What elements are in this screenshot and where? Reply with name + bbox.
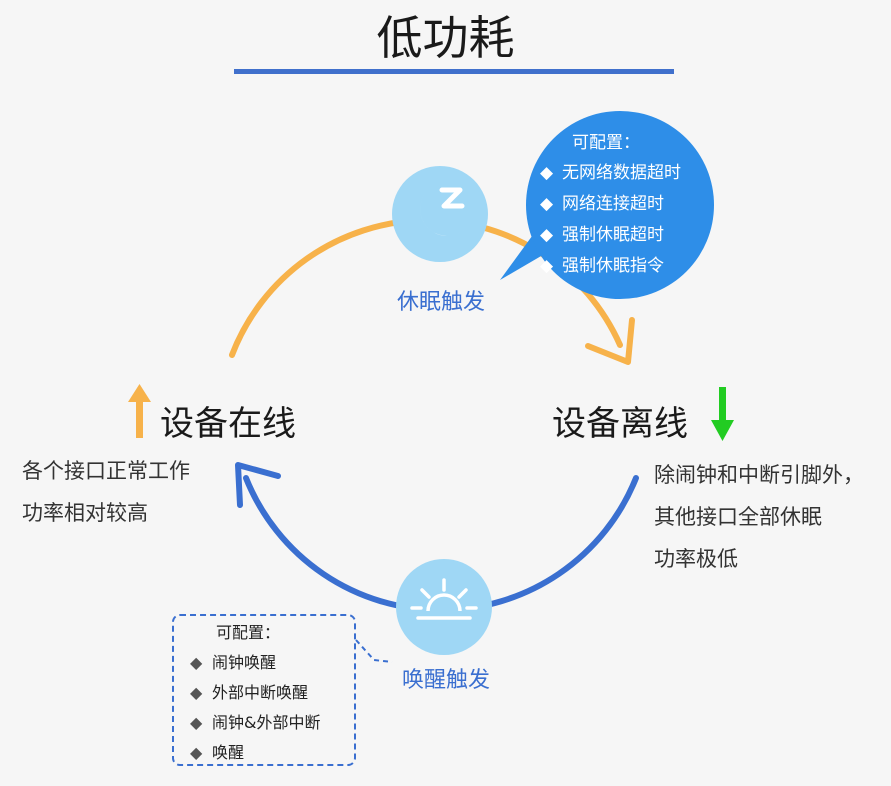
moon-z-icon: [392, 166, 488, 262]
offline-desc-line: 除闹钟和中断引脚外，: [654, 463, 864, 487]
list-item: ◆无网络数据超时: [540, 158, 681, 189]
diamond-bullet-icon: ◆: [540, 163, 554, 183]
list-item: ◆闹钟&外部中断: [190, 708, 320, 738]
sunrise-icon: [396, 559, 492, 655]
diamond-bullet-icon: ◆: [540, 225, 554, 245]
diamond-bullet-icon: ◆: [190, 713, 203, 732]
down-arrow-icon: [711, 387, 734, 441]
list-item: ◆外部中断唤醒: [190, 678, 320, 708]
diamond-bullet-icon: ◆: [190, 683, 203, 702]
up-arrow-icon: [128, 384, 151, 438]
online-desc-line: 功率相对较高: [22, 501, 148, 525]
list-item: ◆网络连接超时: [540, 189, 681, 220]
title-underline: [234, 69, 674, 74]
list-item: ◆强制休眠指令: [540, 251, 681, 282]
state-online-label: 设备在线: [160, 404, 296, 444]
wake-box-connector: [355, 639, 393, 663]
offline-desc-line: 其他接口全部休眠: [654, 505, 822, 529]
list-item: ◆闹钟唤醒: [190, 648, 320, 678]
sleep-arc-arrowhead: [585, 317, 635, 365]
sleep-trigger-label: 休眠触发: [397, 290, 486, 315]
offline-desc-line: 功率极低: [654, 547, 738, 571]
state-offline-label: 设备离线: [552, 404, 688, 444]
list-item: ◆唤醒: [190, 738, 320, 768]
wake-config-box: [172, 614, 356, 766]
offline-description: 除闹钟和中断引脚外， 其他接口全部休眠 功率极低: [654, 454, 864, 580]
wake-trigger-label: 唤醒触发: [402, 668, 491, 693]
list-item: ◆强制休眠超时: [540, 220, 681, 251]
wake-config-list: 可配置： ◆闹钟唤醒 ◆外部中断唤醒 ◆闹钟&外部中断 ◆唤醒: [190, 618, 320, 768]
page-title: 低功耗: [376, 11, 515, 65]
sleep-config-bubble: [500, 111, 714, 299]
diamond-bullet-icon: ◆: [540, 256, 554, 276]
online-description: 各个接口正常工作 功率相对较高: [22, 450, 190, 534]
wake-arc-arrowhead: [235, 462, 281, 508]
diamond-bullet-icon: ◆: [190, 743, 203, 762]
diamond-bullet-icon: ◆: [540, 194, 554, 214]
sleep-config-title: 可配置：: [572, 133, 640, 153]
sleep-config-list: 可配置： ◆无网络数据超时 ◆网络连接超时 ◆强制休眠超时 ◆强制休眠指令: [540, 128, 681, 282]
online-desc-line: 各个接口正常工作: [22, 459, 190, 483]
diamond-bullet-icon: ◆: [190, 653, 203, 672]
wake-config-title: 可配置：: [216, 623, 281, 642]
